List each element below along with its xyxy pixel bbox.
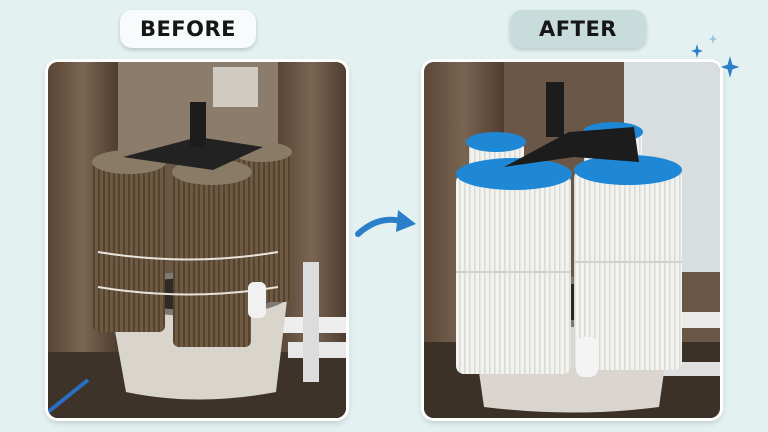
sparkle-icon xyxy=(708,34,718,44)
before-photo xyxy=(48,62,346,418)
sparkle-icon xyxy=(691,44,703,58)
after-label: AFTER xyxy=(510,10,646,48)
sparkle-icon xyxy=(720,56,740,78)
before-label: BEFORE xyxy=(120,10,256,48)
after-photo xyxy=(424,62,720,418)
curved-arrow-right-icon xyxy=(354,202,418,246)
